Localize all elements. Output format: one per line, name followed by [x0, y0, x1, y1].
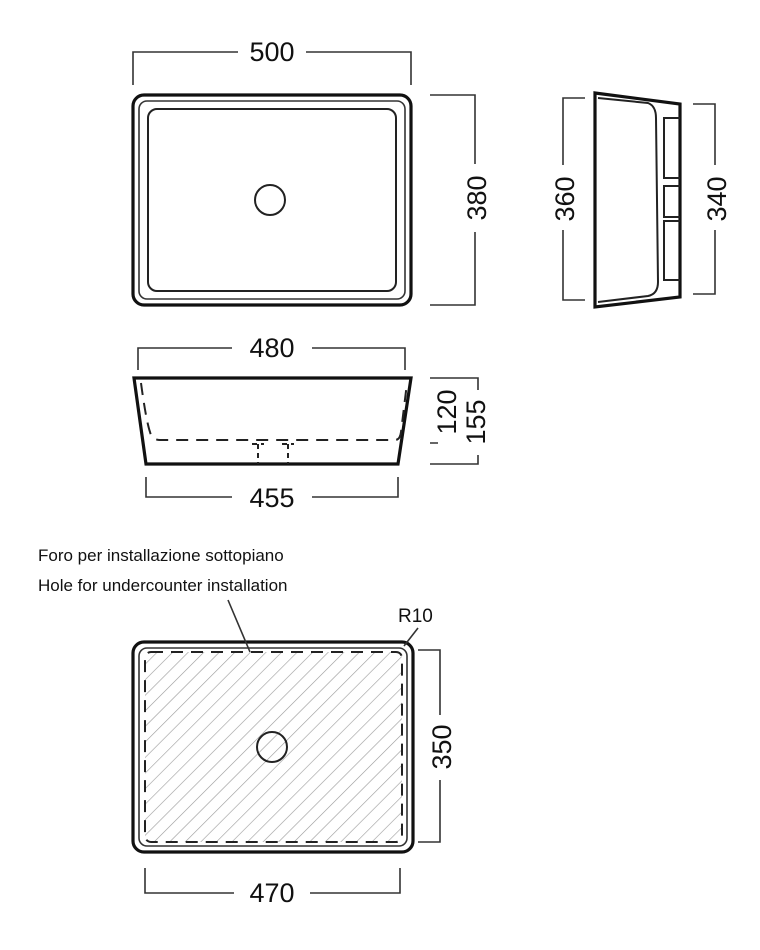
basin-outer-outline [131, 93, 413, 307]
note-italian: Foro per installazione sottopiano [38, 546, 284, 565]
dimension-350: 350 [427, 724, 457, 769]
note-english: Hole for undercounter installation [38, 576, 287, 595]
drain-hole [256, 731, 288, 763]
dimension-line-480 [137, 347, 406, 370]
front-hidden-bowl [140, 382, 408, 441]
dimension-line-120-155 [430, 377, 479, 465]
basin-inner-outline [147, 108, 397, 292]
side-inner-profile [597, 97, 660, 303]
dimension-155: 155 [461, 399, 491, 444]
cutout-hatch [145, 652, 402, 842]
side-foot-profile [663, 117, 680, 281]
undercounter-view: R10 350 470 [131, 599, 457, 908]
dimension-360: 360 [550, 176, 580, 221]
dimension-120: 120 [432, 389, 462, 434]
front-hidden-drain [252, 443, 294, 464]
top-view: 500 380 [131, 37, 492, 307]
front-outline [132, 376, 413, 466]
dimension-380: 380 [462, 175, 492, 220]
dimension-line-455 [145, 477, 399, 498]
radius-leader-line [403, 627, 419, 647]
side-view: 360 340 [550, 91, 732, 309]
corner-radius-label: R10 [398, 606, 433, 627]
note-leader-line [227, 599, 251, 653]
dimension-470: 470 [249, 878, 294, 908]
dimension-455: 455 [249, 483, 294, 513]
dimension-500: 500 [249, 37, 294, 67]
cutout-dashed-outline [144, 651, 403, 843]
basin-rim-line [138, 100, 406, 300]
dimension-line-340 [693, 103, 716, 295]
dimension-line-360 [562, 97, 585, 301]
dimension-340: 340 [702, 176, 732, 221]
side-outline [593, 91, 682, 309]
front-view: 480 455 120 155 [132, 333, 491, 513]
undercounter-outer-outline [131, 640, 415, 854]
drain-hole [254, 184, 286, 216]
dimension-line-470 [144, 868, 401, 894]
dimension-480: 480 [249, 333, 294, 363]
dimension-line-380 [430, 94, 476, 306]
dimension-line-350 [418, 649, 441, 843]
dimension-line-500 [132, 51, 412, 85]
undercounter-rim-line [138, 647, 408, 847]
